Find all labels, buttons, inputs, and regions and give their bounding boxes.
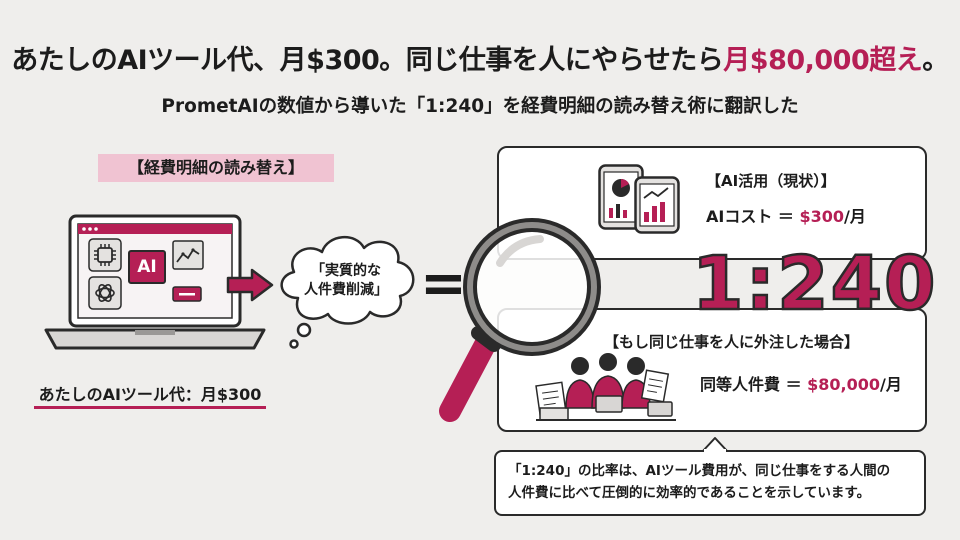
headline-suffix: 。 xyxy=(922,45,949,76)
equals-sign: = xyxy=(420,251,467,316)
current-cost-label: 【AI活用（現状）】 xyxy=(706,172,836,190)
note-line: 人件費に比べて圧倒的に効率的であることを示しています。 xyxy=(508,485,871,501)
headline-accent: 月$80,000超え xyxy=(723,45,923,76)
current-cost-value: AIコスト ＝ $300/月 xyxy=(706,203,866,227)
explanation-note: 「1:240」の比率は、AIツール費用が、同じ仕事をする人間の 人件費に比べて圧… xyxy=(494,450,926,516)
current-cost-amount: $300 xyxy=(799,207,845,226)
tablet-bar-chart-icon xyxy=(634,176,680,234)
line-chart-icon xyxy=(172,240,204,270)
headline-prefix: あたしのAIツール代、月$300。同じ仕事を人にやらせたら xyxy=(11,45,724,76)
note-line: 「1:240」の比率は、AIツール費用が、同じ仕事をする人間の xyxy=(508,463,891,479)
subtitle: PrometAIの数値から導いた「1:240」を経費明細の読み替え術に翻訳した xyxy=(161,96,799,117)
chip-icon xyxy=(88,238,122,272)
arrow-right-icon xyxy=(226,268,274,302)
thought-cloud-icon xyxy=(280,235,415,349)
thought-cloud-text: 「実質的な 人件費削減」 xyxy=(282,262,410,300)
note-pointer-cover xyxy=(704,449,726,453)
openai-logo-icon xyxy=(88,276,122,310)
office-workers-icon xyxy=(535,353,676,421)
current-cost-prefix: AIコスト ＝ xyxy=(706,207,800,226)
headline: あたしのAIツール代、月$300。同じ仕事を人にやらせたら月$80,000超え。 xyxy=(0,38,960,77)
outsource-cost-amount: $80,000 xyxy=(807,375,881,394)
thought-cloud-line: 「実質的な xyxy=(311,263,381,279)
note-pointer xyxy=(701,437,729,453)
screen-button-icon xyxy=(172,286,202,302)
laptop-caption: あたしのAIツール代：月$300 xyxy=(38,385,262,404)
ai-badge: AI xyxy=(128,250,166,284)
section-label: 【経費明細の読み替え】 xyxy=(98,154,334,182)
outsource-cost-prefix: 同等人件費 ＝ xyxy=(700,375,808,394)
magnifying-glass-icon xyxy=(439,218,601,422)
ratio-value: 1:240 xyxy=(691,241,938,327)
outsource-cost-suffix: /月 xyxy=(880,375,902,394)
tablet-pie-chart-icon xyxy=(598,164,644,230)
outsource-cost-value: 同等人件費 ＝ $80,000/月 xyxy=(700,371,902,395)
outsource-cost-label: 【もし同じ仕事を人に外注した場合】 xyxy=(604,333,860,351)
current-cost-suffix: /月 xyxy=(844,207,866,226)
thought-cloud-line: 人件費削減」 xyxy=(304,282,388,298)
laptop-caption-underline xyxy=(34,406,266,409)
